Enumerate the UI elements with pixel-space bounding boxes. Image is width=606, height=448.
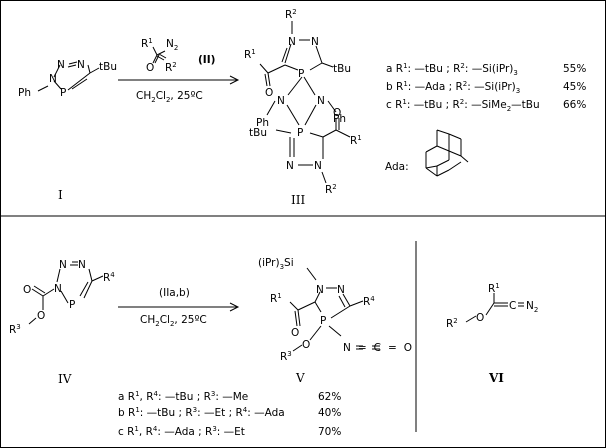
compound-III-top-r2: R2 xyxy=(285,8,297,21)
ada-label: Ada: xyxy=(385,161,409,173)
compound-III-top-o: O xyxy=(265,87,273,99)
reagent-II-o: O xyxy=(146,62,154,74)
compound-V-r3: R3 xyxy=(280,350,292,363)
variant-III-a-yield: 55% xyxy=(563,63,586,75)
compound-VI-n2: N2 xyxy=(526,300,538,314)
compound-VI-label: VI xyxy=(488,371,504,385)
compound-I: N N N P Ph tBu I xyxy=(18,59,117,202)
conditions-1: CH2Cl2, 25ºC xyxy=(136,90,203,104)
variant-III-c-yield: 66% xyxy=(563,99,586,111)
compound-III-bottom-r2: R2 xyxy=(325,183,337,196)
compound-IV-label: IV xyxy=(58,372,72,386)
variant-V-a: a R1, R4: —tBu ; R3: —Me xyxy=(118,390,248,403)
compound-III-bridge-n-right: N xyxy=(317,95,325,107)
compound-III-bridge-ph-right: Ph xyxy=(333,113,346,125)
compound-I-tbu: tBu xyxy=(99,61,117,73)
compound-VI-r2: R2 xyxy=(446,317,458,330)
adamantyl-structure: Ada: xyxy=(385,129,469,177)
compound-IV-bonds xyxy=(28,261,104,325)
compound-V-o-keto: O xyxy=(291,327,299,339)
reagent-II-r2: R2 xyxy=(165,61,177,74)
compound-V: (iPr)3Si N N R4 R1 P O O N=C=O R3 V xyxy=(258,257,419,385)
compound-III-label: III xyxy=(291,193,305,207)
compound-IV: N N N P R4 O O R3 IV xyxy=(9,259,115,386)
compound-I-n2: N xyxy=(57,59,65,71)
compound-IV-r4: R4 xyxy=(103,271,115,284)
variant-III-b: b R1: —Ada ; R2: —Si(iPr)3 xyxy=(386,80,520,95)
compound-I-bonds xyxy=(37,61,100,92)
compound-V-label: V xyxy=(295,371,305,385)
compound-III-bridge-n-left: N xyxy=(277,95,285,107)
compound-III-top-p: P xyxy=(298,68,304,80)
compound-IV-n2: N xyxy=(59,259,67,271)
variant-III-a: a R1: —tBu ; R2: —Si(iPr)3 xyxy=(386,62,518,77)
compound-III: R2 N N tBu P R1 O N N Ph Ph P tBu O R1 N… xyxy=(244,8,362,207)
compound-V-p: P xyxy=(320,315,326,327)
reagent-II-bonds xyxy=(152,46,167,64)
adamantyl-cage-icon xyxy=(425,129,469,177)
compound-III-bridge-ph-left: Ph xyxy=(256,117,269,129)
compound-V-isocyanate: N=C=O xyxy=(343,342,419,354)
reagent-II: R1 N2 O R2 (II) xyxy=(141,37,215,74)
compound-V-r4: R4 xyxy=(363,295,375,308)
variants-III-list: a R1: —tBu ; R2: —Si(iPr)3 55% b R1: —Ad… xyxy=(386,62,586,113)
compound-IV-r3: R3 xyxy=(9,323,21,336)
variants-V-list: a R1, R4: —tBu ; R3: —Me 62% b R1: —tBu … xyxy=(118,390,341,438)
variant-V-c-yield: 70% xyxy=(318,426,341,438)
compound-III-bottom-r1: R1 xyxy=(350,134,362,147)
variant-V-b-yield: 40% xyxy=(318,407,341,419)
variant-III-b-yield: 45% xyxy=(563,81,586,93)
reaction-arrow-1 xyxy=(118,75,240,85)
compound-I-n1: N xyxy=(49,73,57,85)
compound-VI-c: C xyxy=(509,300,516,312)
compound-V-o-ether: O xyxy=(302,339,310,351)
compound-I-n3: N xyxy=(77,59,85,71)
compound-III-top-n2: N xyxy=(311,36,319,48)
compound-VI-r1: R1 xyxy=(488,282,500,295)
compound-V-bonds xyxy=(289,267,380,352)
compound-III-bottom-n2: N xyxy=(314,160,322,172)
variant-V-a-yield: 62% xyxy=(318,391,341,403)
compound-III-top-r1: R1 xyxy=(244,48,256,61)
compound-III-bottom-o: O xyxy=(333,107,341,119)
compound-V-r1: R1 xyxy=(270,292,282,305)
compound-III-top-tbu: tBu xyxy=(333,63,351,75)
compound-VI-bonds xyxy=(465,293,524,323)
compound-III-bottom-n1: N xyxy=(286,160,294,172)
compound-IV-o-carbonyl: O xyxy=(23,284,31,296)
compound-VI-o: O xyxy=(476,312,484,324)
reagent-II-r1: R1 xyxy=(141,37,153,50)
reaction-arrow-2 xyxy=(118,302,240,312)
compound-III-bottom-p: P xyxy=(297,127,303,139)
reagent-II-label: (II) xyxy=(198,54,215,66)
compound-V-n1: N xyxy=(316,284,324,296)
compound-I-label: I xyxy=(58,188,63,202)
variant-III-c: c R1: —tBu ; R2: —SiMe2—tBu xyxy=(386,98,540,113)
compound-V-si-group: (iPr)3Si xyxy=(258,257,294,271)
compound-III-top-n1: N xyxy=(288,36,296,48)
conditions-2: CH2Cl2, 25ºC xyxy=(140,314,207,328)
reagent-II-n2: N2 xyxy=(166,38,178,52)
compound-V-n2: N xyxy=(337,284,345,296)
compound-I-ph: Ph xyxy=(18,87,31,99)
compound-IV-n1: N xyxy=(54,283,62,295)
reagent-IIab-label: (IIa,b) xyxy=(159,287,190,299)
compound-IV-o-ester: O xyxy=(37,310,45,322)
compound-III-bottom-tbu: tBu xyxy=(249,127,267,139)
compound-VI: R1 R2 O C N2 VI xyxy=(446,282,538,385)
variant-V-c: c R1, R4: —Ada ; R3: —Et xyxy=(118,425,245,438)
compound-IV-n3: N xyxy=(78,259,86,271)
variant-V-b: b R1: —tBu ; R3: —Et ; R4: —Ada xyxy=(118,406,285,419)
compound-III-bonds xyxy=(259,21,351,184)
compound-I-p: P xyxy=(60,87,66,99)
compound-IV-p: P xyxy=(69,299,75,311)
